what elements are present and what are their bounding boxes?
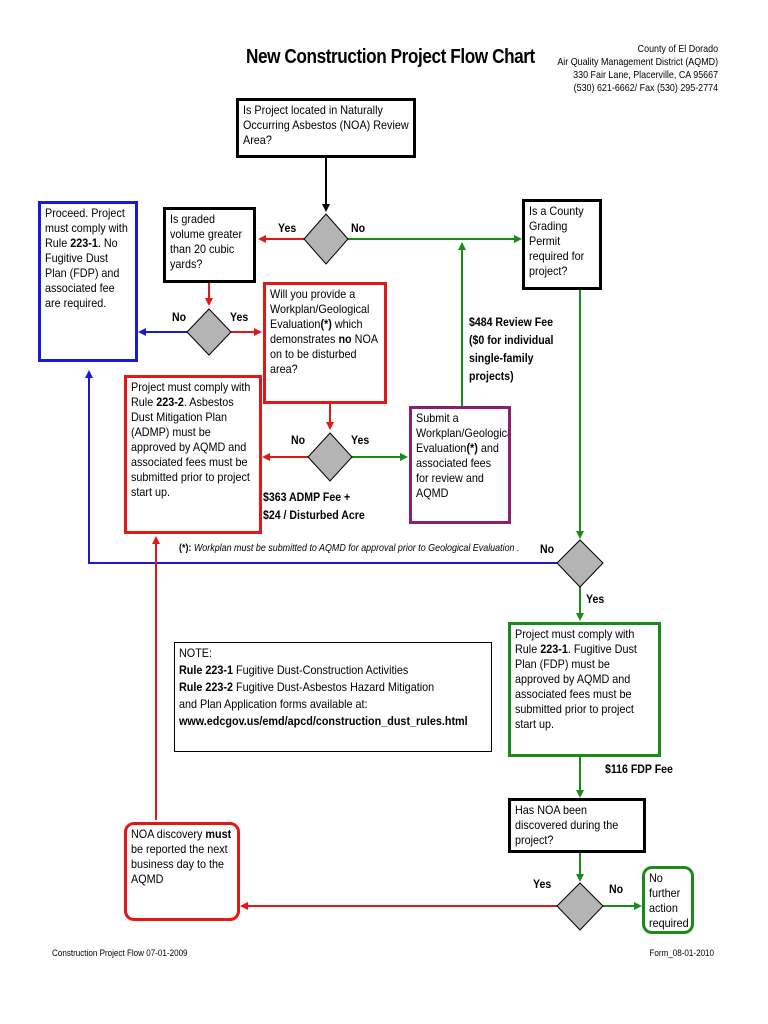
note-rule-223-1: Rule 223-1 Fugitive Dust-Construction Ac… [179,663,409,677]
box-text: Project must comply with Rule 223-1. Fug… [515,627,637,731]
label-review-fee: $484 Review Fee ($0 for individual singl… [469,315,554,383]
decision-diamond-graded-volume [186,308,232,356]
box-text: Is a County Grading Permit required for … [529,204,585,278]
note-forms: and Plan Application forms available at: [179,697,368,711]
label-no-d4: No [540,542,555,556]
label-fdp-fee: $116 FDP Fee [605,762,673,776]
agency-line: 330 Fair Lane, Placerville, CA 95667 [573,69,718,81]
footnote: (*): Workplan must be submitted to AQMD … [179,542,520,554]
box-noa-discovered: Has NOA been discovered during the proje… [508,798,646,853]
agency-line: County of El Dorado [637,43,718,55]
decision-diamond-noa-discovered [556,882,604,931]
agency-line: (530) 621-6662/ Fax (530) 295-2774 [573,82,718,94]
box-no-further-action: No further action required [642,866,694,934]
decision-diamond-workplan [307,432,353,482]
decision-diamond-noa-area [303,213,349,265]
label-yes-d5: Yes [533,877,552,891]
label-no-d3: No [291,433,306,447]
label-yes-d4: Yes [586,592,605,606]
label-yes-d1: Yes [278,221,297,235]
box-text: No further action required [649,871,689,930]
box-noa-report: NOA discovery must be reported the next … [124,822,240,921]
box-proceed-rule-223-1: Proceed. Project must comply with Rule 2… [38,201,138,362]
box-text: NOA discovery must be reported the next … [131,827,232,886]
label-no-d2: No [172,310,187,324]
label-yes-d2: Yes [230,310,249,324]
box-text: Submit a Workplan/Geological Evaluation(… [416,411,511,500]
box-noa-review-area: Is Project located in Naturally Occurrin… [236,98,416,158]
footer-right: Form_08-01-2010 [649,948,714,959]
box-submit-workplan: Submit a Workplan/Geological Evaluation(… [409,406,511,524]
box-fdp-rule-223-1: Project must comply with Rule 223-1. Fug… [508,622,661,757]
box-text: Is Project located in Naturally Occurrin… [243,103,409,147]
label-no-d5: No [609,882,624,896]
label-yes-d3: Yes [351,433,370,447]
box-text: Is graded volume greater than 20 cubic y… [170,212,243,271]
note-box: NOTE: Rule 223-1 Fugitive Dust-Construct… [174,642,492,752]
box-graded-volume: Is graded volume greater than 20 cubic y… [163,207,256,283]
arrow-d4-no [85,370,557,564]
box-text: Has NOA been discovered during the proje… [515,803,619,847]
note-heading: NOTE: [179,646,213,660]
box-county-grading-permit: Is a County Grading Permit required for … [522,199,602,290]
note-url: www.edcgov.us/emd/apcd/construction_dust… [179,714,468,728]
box-text: Project must comply with Rule 223-2. Asb… [131,380,251,499]
label-no-d1: No [351,221,366,235]
note-rule-223-2: Rule 223-2 Fugitive Dust-Asbestos Hazard… [179,680,435,694]
agency-address: County of El Dorado Air Quality Manageme… [557,43,718,95]
box-text: Proceed. Project must comply with Rule 2… [45,206,128,310]
box-admp-rule-223-2: Project must comply with Rule 223-2. Asb… [124,375,262,534]
page-title: New Construction Project Flow Chart [246,46,535,68]
label-admp-fee: $363 ADMP Fee + $24 / Disturbed Acre [263,490,365,522]
box-text: Will you provide a Workplan/Geological E… [270,287,378,376]
agency-line: Air Quality Management District (AQMD) [557,56,718,68]
decision-diamond-county-permit [556,539,604,588]
box-workplan-question: Will you provide a Workplan/Geological E… [263,282,387,404]
footer-left: Construction Project Flow 07-01-2009 [52,948,188,959]
